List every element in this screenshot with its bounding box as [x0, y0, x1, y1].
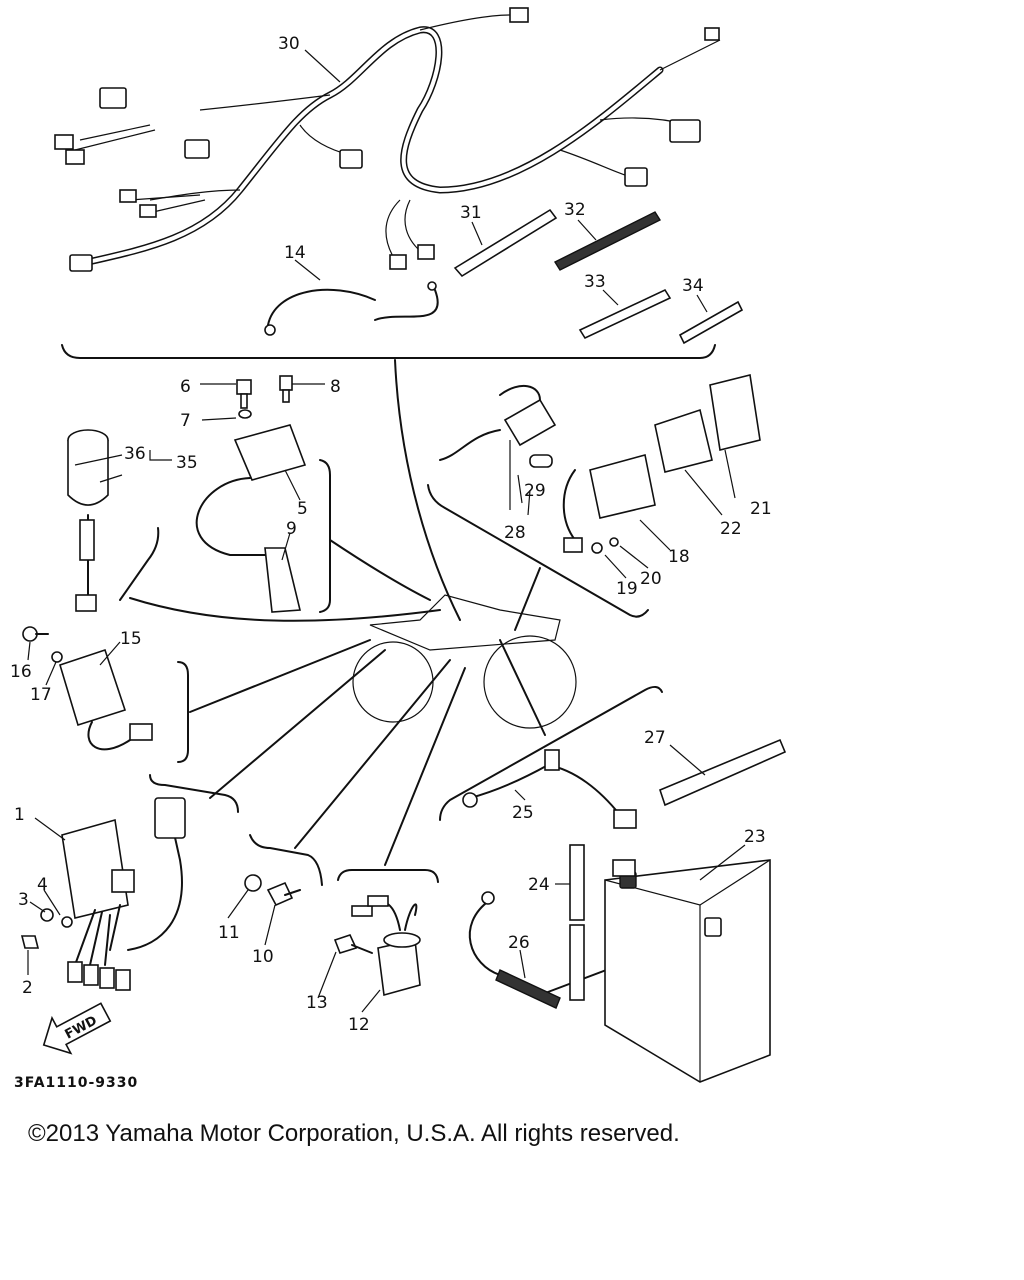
callout-19: 19 [616, 579, 638, 599]
callout-2: 2 [22, 978, 33, 998]
parts-diagram: FWD [10, 7, 787, 1083]
callout-5: 5 [297, 499, 308, 519]
wire-harness [54, 7, 721, 272]
callout-35: 35 [176, 453, 198, 473]
lead-wire [264, 281, 439, 336]
callout-23: 23 [744, 827, 766, 847]
callout-15: 15 [120, 629, 142, 649]
switch-12-13 [333, 869, 439, 997]
callout-22: 22 [720, 519, 742, 539]
callout-1: 1 [14, 805, 25, 825]
callout-3: 3 [18, 890, 29, 910]
callout-18: 18 [668, 547, 690, 567]
callout-25: 25 [512, 803, 534, 823]
callout-36: 36 [124, 444, 146, 464]
callout-13: 13 [306, 993, 328, 1013]
cable-bands [453, 208, 744, 345]
diagram-code: 3FA1110-9330 [14, 1075, 139, 1091]
callout-34: 34 [682, 276, 704, 296]
callout-17: 17 [30, 685, 52, 705]
callout-10: 10 [252, 947, 274, 967]
relay-group [427, 374, 761, 618]
callout-27: 27 [644, 728, 666, 748]
callout-labels: 1 2 3 4 5 6 7 8 9 10 11 12 13 14 15 16 1… [10, 34, 772, 1035]
callout-33: 33 [584, 272, 606, 292]
callout-28: 28 [504, 523, 526, 543]
copyright-notice: ©2013 Yamaha Motor Corporation, U.S.A. A… [28, 1120, 680, 1147]
callout-7: 7 [180, 411, 191, 431]
fittings-10-11 [244, 834, 323, 907]
callout-6: 6 [180, 377, 191, 397]
callout-31: 31 [460, 203, 482, 223]
harness-group-brace [61, 344, 716, 359]
forward-arrow-icon: FWD [42, 1002, 112, 1055]
main-switch [67, 429, 160, 612]
callout-8: 8 [330, 377, 341, 397]
callout-24: 24 [528, 875, 550, 895]
callout-11: 11 [218, 923, 240, 943]
callout-32: 32 [564, 200, 586, 220]
callout-26: 26 [508, 933, 530, 953]
callout-30: 30 [278, 34, 300, 54]
ignition-coil-group [195, 375, 331, 613]
cdi-unit [20, 774, 239, 991]
rectifier-regulator [22, 626, 189, 763]
callout-14: 14 [284, 243, 306, 263]
callout-16: 16 [10, 662, 32, 682]
battery-group [439, 686, 787, 1083]
callout-4: 4 [37, 875, 48, 895]
callout-9: 9 [286, 519, 297, 539]
callout-20: 20 [640, 569, 662, 589]
callout-12: 12 [348, 1015, 370, 1035]
callout-29: 29 [524, 481, 546, 501]
callout-21: 21 [750, 499, 772, 519]
callout-ticks [27, 49, 746, 1013]
